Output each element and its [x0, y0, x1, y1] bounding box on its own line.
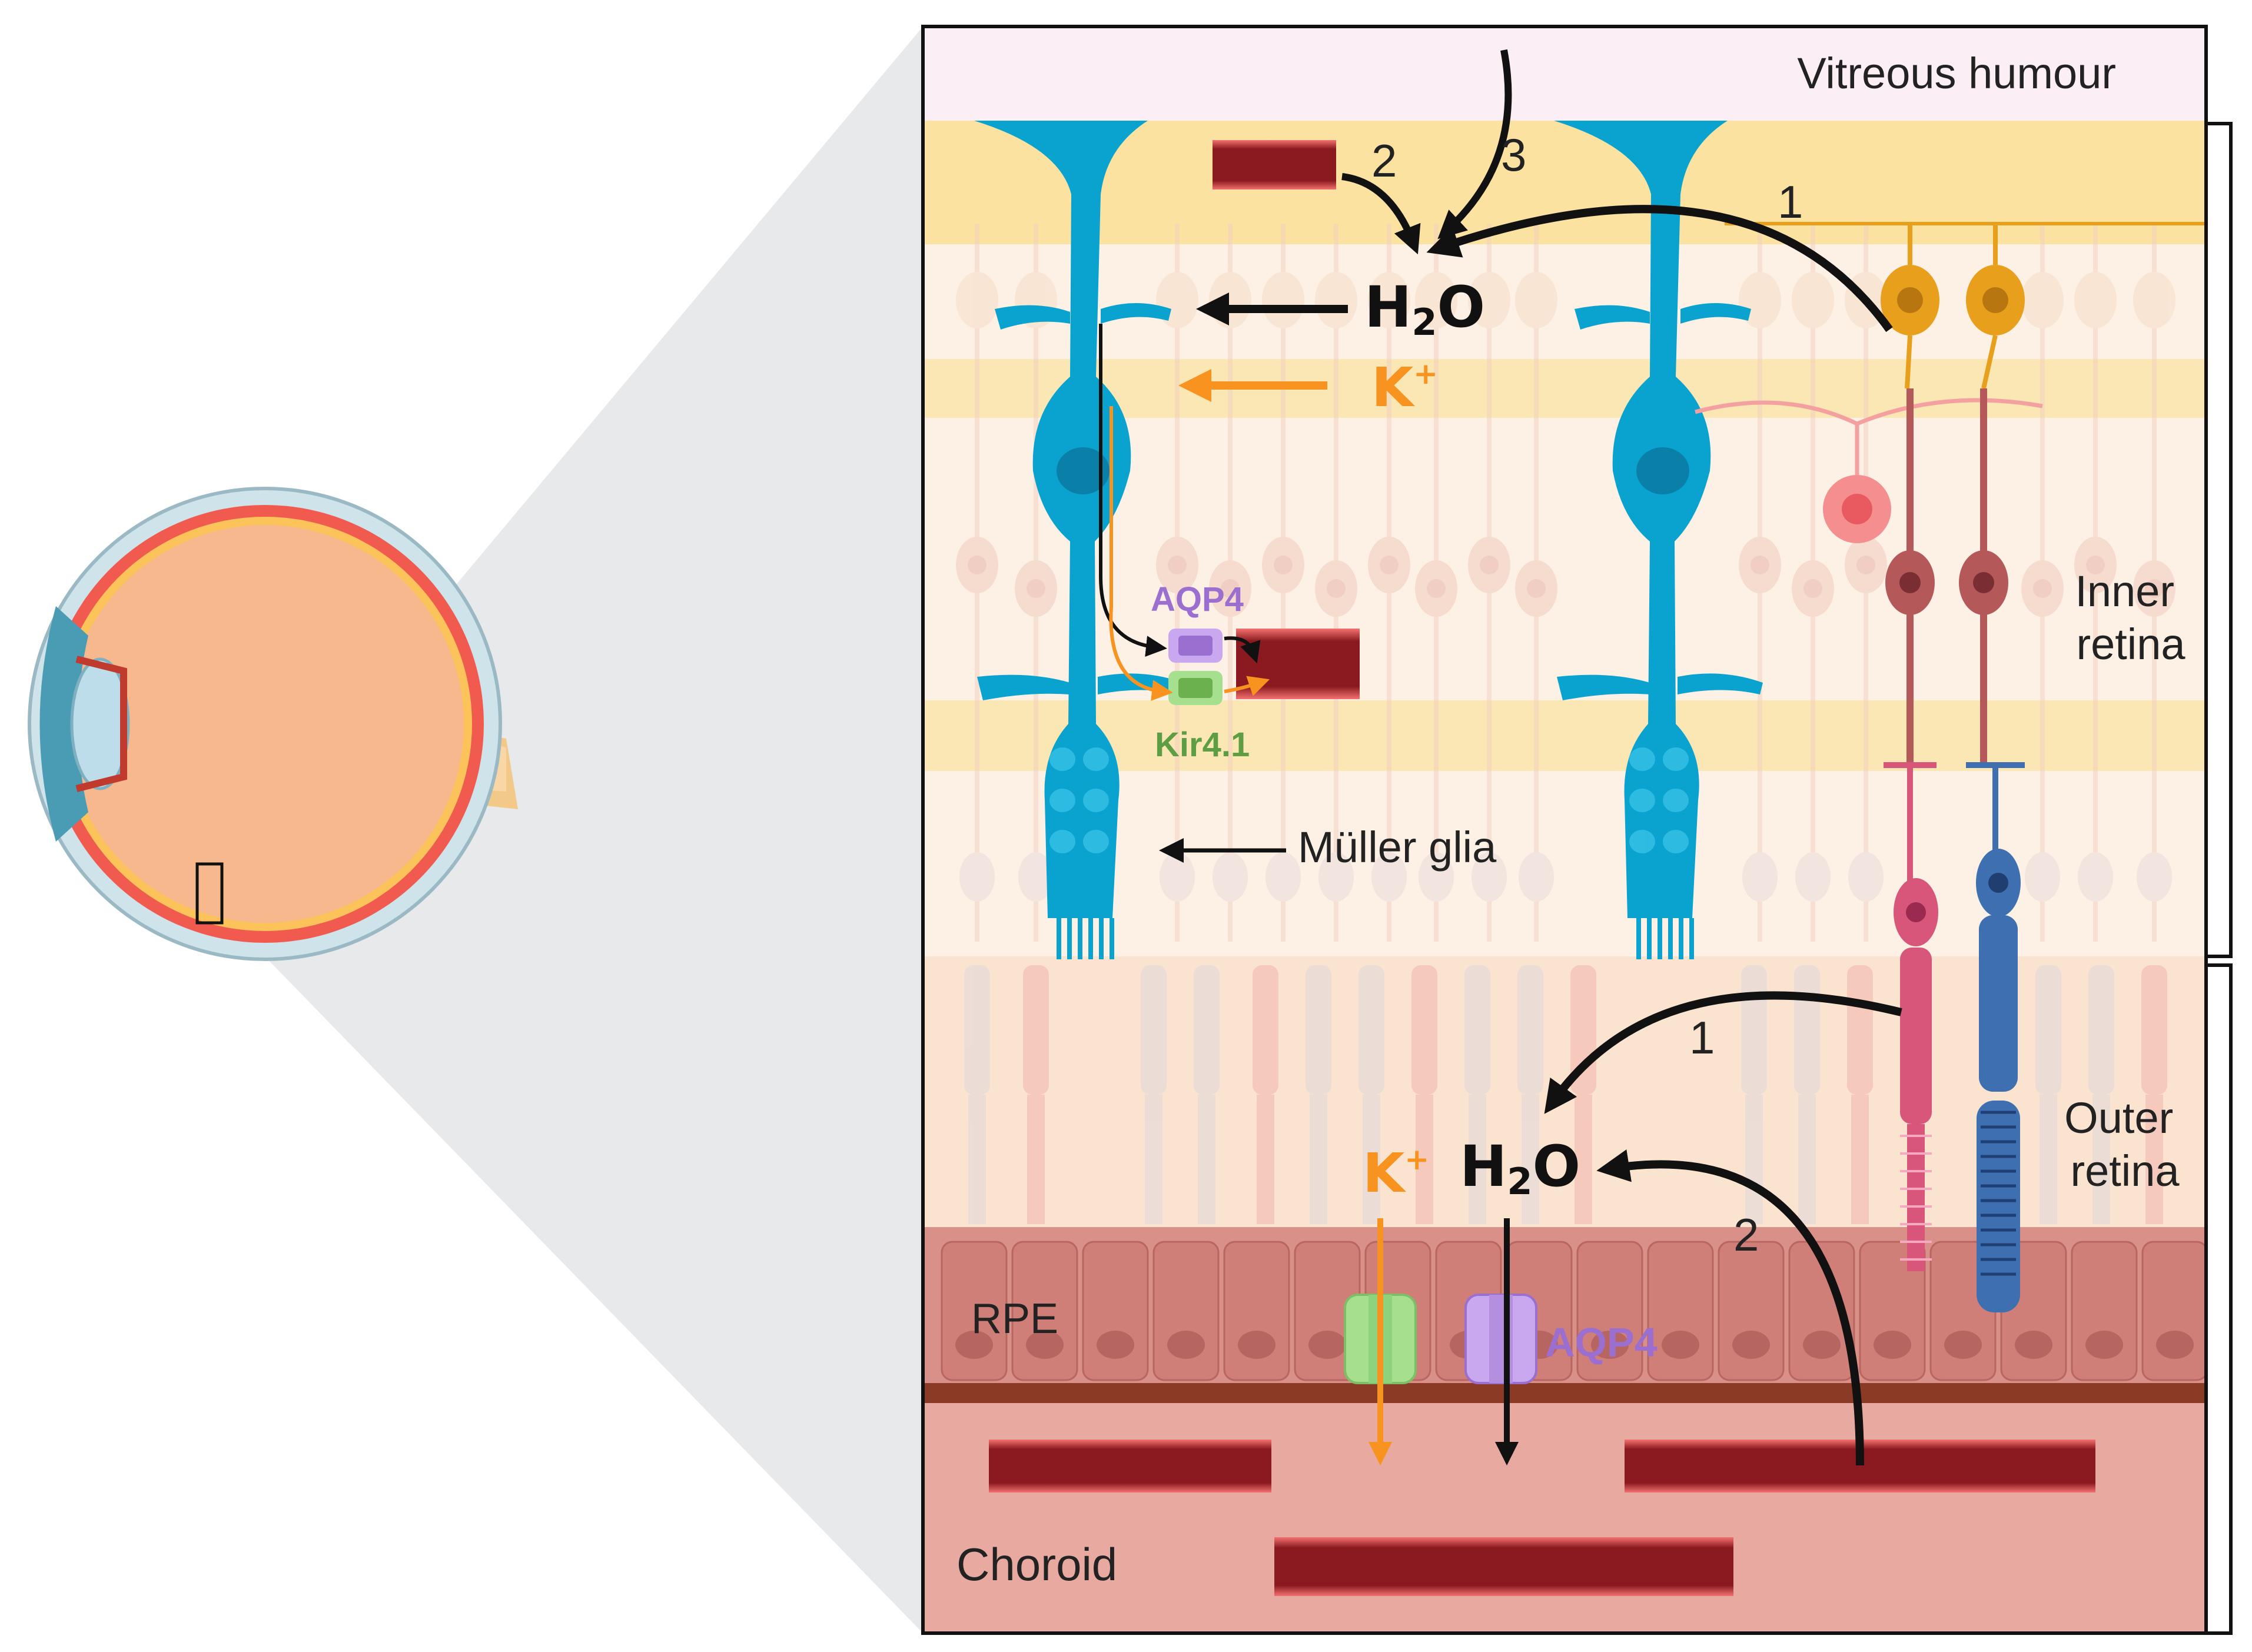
outer-source-arrow-2: [1596, 1149, 1864, 1466]
aqp4-channel-rpe: [1464, 1294, 1537, 1384]
vessel-inner-mid: [1236, 629, 1360, 699]
rpe-cell: [1859, 1241, 1926, 1381]
inner-water-label: H2O: [1364, 274, 1485, 344]
vitreous-layer: [923, 26, 2206, 121]
vitreous-label: Vitreous humour: [1797, 49, 2116, 98]
background-photoreceptor: [1306, 965, 1331, 1224]
kir41-channel-inner: [1168, 671, 1223, 705]
outer-plexiform-band: [923, 700, 2206, 771]
background-photoreceptor: [2141, 965, 2167, 1224]
rpe-cell: [1011, 1241, 1078, 1381]
aqp4-inner-label: AQP4: [1151, 580, 1244, 619]
background-photoreceptor: [1194, 965, 1220, 1224]
outer-potassium-label: K+: [1363, 1142, 1429, 1205]
background-photoreceptor: [1847, 965, 1873, 1224]
rpe-cell: [1082, 1241, 1149, 1381]
k-intracellular-path: [1109, 406, 1173, 702]
rpe-cell: [1718, 1241, 1785, 1381]
background-neuron: [1415, 224, 1457, 942]
rpe-cell: [1576, 1241, 1643, 1381]
background-neuron: [1739, 224, 1781, 942]
inner-source-arrow-3: [1437, 49, 1512, 240]
outer-retina-bracket: [2207, 963, 2233, 1635]
outer-source-arrow-1: [1544, 991, 1902, 1114]
retina-panel-border: [921, 25, 2208, 1635]
vessel-inner-top: [1213, 140, 1336, 190]
background-photoreceptor: [1411, 965, 1437, 1224]
background-neuron: [1262, 224, 1304, 942]
background-photoreceptor: [1517, 965, 1543, 1224]
aqp4-channel-inner: [1168, 629, 1223, 663]
inner-source-number-3: 3: [1501, 129, 1526, 181]
zoom-cone: [219, 26, 923, 1633]
water-intracellular-path: [1099, 324, 1167, 657]
background-photoreceptor: [2088, 965, 2114, 1224]
background-photoreceptor: [1023, 965, 1049, 1224]
rpe-cells: [941, 1241, 2206, 1381]
inner-source-number-2: 2: [1371, 135, 1397, 187]
inner-plexiform-band: [923, 359, 2206, 418]
background-neuron: [956, 224, 998, 942]
background-neuron: [1792, 224, 1834, 942]
background-neuron: [1015, 224, 1057, 942]
aqp4-rpe-label: AQP4: [1545, 1319, 1658, 1365]
background-neuron: [1468, 224, 1510, 942]
inner-source-arrow-1: [1426, 205, 1893, 333]
rpe-cell: [1223, 1241, 1290, 1381]
background-neuron: [1209, 224, 1251, 942]
choroid-layer: [923, 1403, 2206, 1633]
background-neuron: [2074, 224, 2117, 942]
bipolar-cells: [1885, 388, 2008, 765]
rpe-cell: [1294, 1241, 1361, 1381]
vessel-choroid-left: [989, 1440, 1271, 1493]
muller-glia-label: Müller glia: [1298, 823, 1497, 872]
inner-retina-bracket: [2207, 122, 2233, 958]
rpe-cell: [1152, 1241, 1220, 1381]
kir-to-vessel-arrow: [1224, 676, 1270, 696]
rpe-cell: [941, 1241, 1008, 1381]
background-photoreceptor: [1141, 965, 1167, 1224]
outer-water-label: H2O: [1460, 1134, 1580, 1203]
cone-photoreceptor: [1966, 762, 2025, 1312]
inner-source-number-1: 1: [1778, 176, 1803, 228]
rpe-cell: [1647, 1241, 1714, 1381]
aqp4-to-vessel-arrow: [1224, 636, 1261, 664]
bruch-membrane: [923, 1383, 2206, 1403]
rod-photoreceptor: [1884, 762, 1938, 1271]
muller-glia-cell-right: [1554, 121, 1763, 959]
background-neuron: [2133, 224, 2175, 942]
background-photoreceptor: [1253, 965, 1278, 1224]
background-photoreceptor: [964, 965, 990, 1224]
rpe-cell: [2071, 1241, 2138, 1381]
choroid-label: Choroid: [956, 1538, 1117, 1590]
ganglion-cells: [1725, 222, 2206, 389]
outer-source-number-1: 1: [1689, 1012, 1715, 1063]
zoom-region-box: [195, 862, 224, 925]
rpe-cell: [1788, 1241, 1855, 1381]
vessel-choroid-bottom: [1274, 1537, 1733, 1596]
background-neuron: [1315, 224, 1357, 942]
background-neuron: [1368, 224, 1410, 942]
eye-illustration: [28, 487, 518, 961]
outer-source-number-2: 2: [1733, 1209, 1759, 1261]
background-neurons: [956, 224, 2175, 942]
background-photoreceptor: [1464, 965, 1490, 1224]
background-photoreceptor: [1358, 965, 1384, 1224]
inner-potassium-label: K+: [1371, 356, 1438, 419]
retina-panel: [923, 26, 2206, 1633]
background-neuron: [1515, 224, 1557, 942]
rpe-label: RPE: [971, 1295, 1058, 1342]
rpe-cell: [2141, 1241, 2206, 1381]
inner-source-arrow-2: [1341, 173, 1421, 255]
kir41-inner-label: Kir4.1: [1155, 726, 1250, 764]
background-neuron: [2021, 224, 2064, 942]
inner-retina-label: Inner retina: [2075, 567, 2186, 669]
background-photoreceptor: [2035, 965, 2061, 1224]
outer-retina-label: Outer retina: [2064, 1093, 2185, 1195]
